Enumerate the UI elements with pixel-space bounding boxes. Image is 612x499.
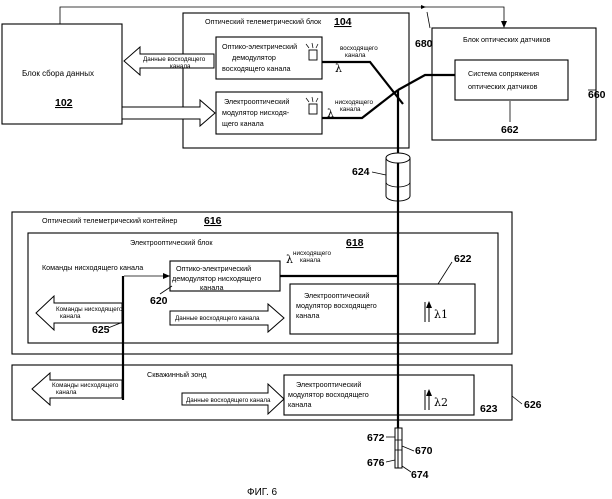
tail-ref-3: 676 (367, 457, 385, 469)
container-label: Оптический телеметрический контейнер (42, 216, 177, 225)
downlink-commands-arrow-bottom (32, 373, 122, 405)
telemetry-unit-ref: 104 (334, 16, 352, 28)
eo-modulator-top-line3: щего канала (222, 119, 264, 128)
oe-demodulator-mid-line3: канала (200, 283, 223, 292)
downstream-lambda-line1: нисходящего (335, 99, 373, 106)
data-collection-ref: 102 (55, 97, 73, 109)
downstream-commands-arrow-top (122, 100, 215, 126)
sensor-interface-line1: Система сопряжения (468, 69, 539, 78)
sensor-link-ref-leader (427, 12, 430, 28)
upstream-data-top-line1: Данные восходящего (143, 56, 206, 63)
tail-ref-3-leader (386, 460, 395, 462)
lambda2-emitter-icon (425, 389, 432, 410)
fiber-tail (395, 428, 402, 468)
tail-ref-1: 672 (367, 432, 385, 444)
downlink-commands-arrow-bottom-line2: канала (56, 389, 77, 396)
sensor-fiber (398, 75, 455, 90)
eo-modulator-bottom-line3: канала (288, 400, 311, 409)
upstream-data-top-line2: канала (170, 63, 191, 70)
container-side-ref: 626 (524, 399, 542, 411)
oe-demodulator-top-line2: демодулятор (232, 53, 276, 62)
oe-demodulator-top-line1: Оптико-электрический (222, 42, 297, 51)
upstream-lambda-line1: восходящего (340, 45, 378, 52)
sensor-interface-line2: оптических датчиков (468, 82, 538, 91)
top-link-arrowhead-right (501, 21, 507, 28)
top-link-arrowhead-mid (421, 5, 426, 9)
data-collection-label: Блок сбора данных (22, 69, 94, 78)
probe-ref: 623 (480, 403, 498, 415)
eo-modulator-mid-line2: модулятор восходящего (296, 301, 377, 310)
tail-ref-4: 674 (411, 469, 429, 481)
oe-demodulator-mid-line1: Оптико-электрический (176, 264, 251, 273)
sensor-interface-box (455, 60, 568, 100)
downstream-lambda-mid-line2: канала (300, 257, 321, 264)
downlink-commands-line-label: Команды нисходящего канала (42, 263, 143, 272)
led-icon (306, 97, 318, 114)
container-ref: 616 (204, 215, 222, 227)
coupler-ref-leader (372, 172, 386, 175)
downstream-lambda-line2: канала (340, 106, 361, 113)
tail-ref-2: 670 (415, 445, 433, 457)
downstream-lambda-mid-line1: нисходящего (293, 250, 331, 257)
lambda1-emitter-icon (425, 301, 432, 322)
eo-modulator-bottom-lambda: λ2 (434, 396, 448, 409)
eo-modulator-top-line2: модулятор нисходя- (222, 108, 290, 117)
eo-modulator-bottom-line2: модулятор восходящего (288, 390, 369, 399)
oe-demodulator-top-line3: восходящего канала (222, 64, 291, 73)
downstream-lambda-mid-symbol: λ (286, 253, 293, 266)
eo-unit-ref: 618 (346, 237, 364, 249)
upstream-lambda-line2: канала (345, 52, 366, 59)
eo-modulator-mid-line1: Электрооптический (304, 291, 369, 300)
oe-demodulator-mid-ref: 620 (150, 295, 168, 307)
eo-modulator-mid-lambda: λ1 (434, 308, 448, 321)
telemetry-unit-label: Оптический телеметрический блок (205, 17, 322, 26)
tail-ref-4-leader (402, 466, 411, 472)
telemetry-unit-box (183, 13, 409, 148)
sensor-block-ref: 660 (588, 89, 606, 101)
probe-label: Скважинный зонд (147, 370, 207, 379)
coupler-ref: 624 (352, 166, 370, 178)
upstream-data-mid-label: Данные восходящего канала (175, 315, 260, 322)
downlink-commands-arrow-mid-line2: канала (60, 313, 81, 320)
upstream-lambda-symbol: λ (335, 62, 342, 75)
sensor-block-label: Блок оптических датчиков (463, 35, 551, 44)
junction-ref: 625 (92, 324, 110, 336)
photodiode-icon (306, 43, 318, 60)
eo-modulator-bottom-line1: Электрооптический (296, 380, 361, 389)
tail-ref-2-leader (402, 446, 414, 451)
eo-modulator-mid-ref: 622 (454, 253, 472, 265)
eo-modulator-mid-line3: канала (296, 311, 319, 320)
eo-unit-label: Электрооптический блок (130, 238, 213, 247)
sensor-interface-ref: 662 (501, 124, 519, 136)
oe-demodulator-mid-line2: демодулятор нисходящего (172, 274, 261, 283)
figure-caption: ФИГ. 6 (247, 487, 278, 498)
eo-modulator-top-line1: Электрооптический (224, 97, 289, 106)
eo-modulator-mid-ref-leader (438, 262, 452, 284)
downlink-commands-line-arrowhead (163, 273, 170, 279)
downlink-commands-arrow-mid-line1: Команды нисходящего (56, 306, 123, 313)
downlink-commands-arrow-bottom-line1: Команды нисходящего (52, 382, 119, 389)
upstream-data-bottom-label: Данные восходящего канала (186, 397, 271, 404)
sensor-link-ref: 680 (415, 38, 433, 50)
container-side-ref-leader (512, 396, 522, 404)
